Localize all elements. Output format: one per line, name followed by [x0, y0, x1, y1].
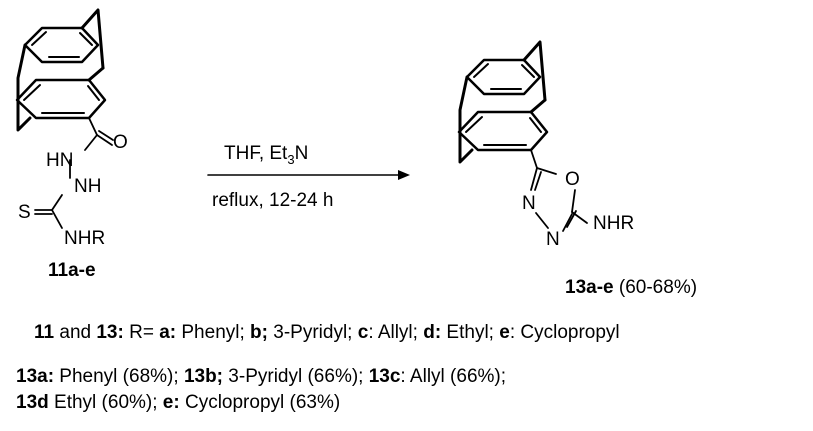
reactant-upper-inner-bond: [31, 31, 47, 46]
legend-segment: Ethyl (60%);: [48, 392, 163, 413]
reaction-arrow: [207, 170, 410, 180]
legend-segment: 3-Pyridyl;: [267, 322, 358, 343]
legend-segment: b;: [250, 322, 268, 343]
legend-segment: Phenyl (68%);: [54, 366, 184, 387]
legend-line-3: 13d Ethyl (60%); e: Cyclopropyl (63%): [16, 393, 340, 412]
legend-segment: and: [54, 322, 97, 343]
legend-segment: 13:: [96, 322, 124, 343]
reactant-bridge-left: [16, 43, 32, 132]
reactant-lower-inner-bond: [87, 85, 100, 101]
conditions-solvent: THF, Et: [224, 143, 288, 164]
legend-segment: : Allyl;: [368, 322, 424, 343]
legend-segment: R=: [123, 322, 160, 343]
legend-segment: c: [357, 322, 369, 343]
legend-segment: 13d: [16, 392, 49, 413]
reactant-upper-inner-bond: [79, 32, 93, 46]
atom-nh: NH: [74, 176, 101, 197]
product-label-id: 13a-e: [565, 277, 614, 298]
legend-segment: a:: [159, 322, 177, 343]
product-lower-inner-bond: [529, 117, 542, 133]
reactant-lower-inner-bond: [23, 84, 41, 101]
legend-segment: e:: [162, 392, 180, 413]
reactant-side-chain: [34, 117, 114, 229]
product-bridge-right: [522, 40, 547, 102]
atom-nhr-reactant: NHR: [64, 228, 105, 249]
reactant-paracyclophane: [15, 8, 107, 132]
product-bridge-join: [529, 98, 547, 114]
reactant-lower-ring: [15, 78, 107, 120]
legend-segment: 11: [34, 322, 55, 343]
product-upper-ring: [465, 58, 542, 96]
conditions-subscript: 3: [287, 151, 295, 167]
product-lower-inner-bond: [465, 116, 483, 133]
product-upper-inner-bond: [521, 64, 535, 78]
legend-segment: d:: [423, 322, 442, 343]
legend-segment: 13c: [368, 366, 401, 387]
product-upper-inner-bond: [473, 63, 489, 78]
legend-segment: : Cyclopropyl: [509, 322, 620, 343]
atom-o-ring: O: [565, 169, 580, 190]
atom-n2: N: [546, 229, 560, 250]
product-label: 13a-e (60-68%): [565, 278, 697, 297]
legend-segment: Phenyl;: [176, 322, 251, 343]
legend-line-2: 13a: Phenyl (68%); 13b; 3-Pyridyl (66%);…: [16, 367, 506, 386]
atom-s: S: [18, 202, 31, 223]
legend-segment: e: [499, 322, 510, 343]
product-bridge-left: [458, 75, 474, 164]
conditions-above: THF, Et3N: [224, 144, 308, 166]
conditions-base: N: [294, 143, 309, 164]
reactant-bridge-right: [80, 8, 105, 70]
legend-segment: : Allyl (66%);: [400, 366, 507, 387]
atom-hn: HN: [46, 150, 73, 171]
legend-segment: 3-Pyridyl (66%);: [223, 366, 369, 387]
reactant-upper-ring: [23, 26, 100, 64]
product-yield: (60-68%): [618, 277, 698, 298]
atom-n1: N: [522, 193, 536, 214]
legend-segment: 13b;: [183, 366, 224, 387]
reactant-label: 11a-e: [48, 260, 96, 281]
legend-segment: Cyclopropyl (63%): [179, 392, 341, 413]
legend-segment: 13a:: [16, 366, 55, 387]
oxadiazole-ring: [530, 149, 588, 232]
atom-nhr-product: NHR: [593, 213, 634, 234]
conditions-below: reflux, 12-24 h: [212, 190, 334, 211]
product-paracyclophane: [457, 40, 549, 164]
product-lower-ring: [457, 110, 549, 152]
atom-o-amide: O: [113, 132, 128, 153]
legend-segment: Ethyl;: [441, 322, 500, 343]
legend-line-1: 11 and 13: R= a: Phenyl; b; 3-Pyridyl; c…: [34, 323, 620, 342]
reactant-bridge-join: [87, 66, 105, 82]
